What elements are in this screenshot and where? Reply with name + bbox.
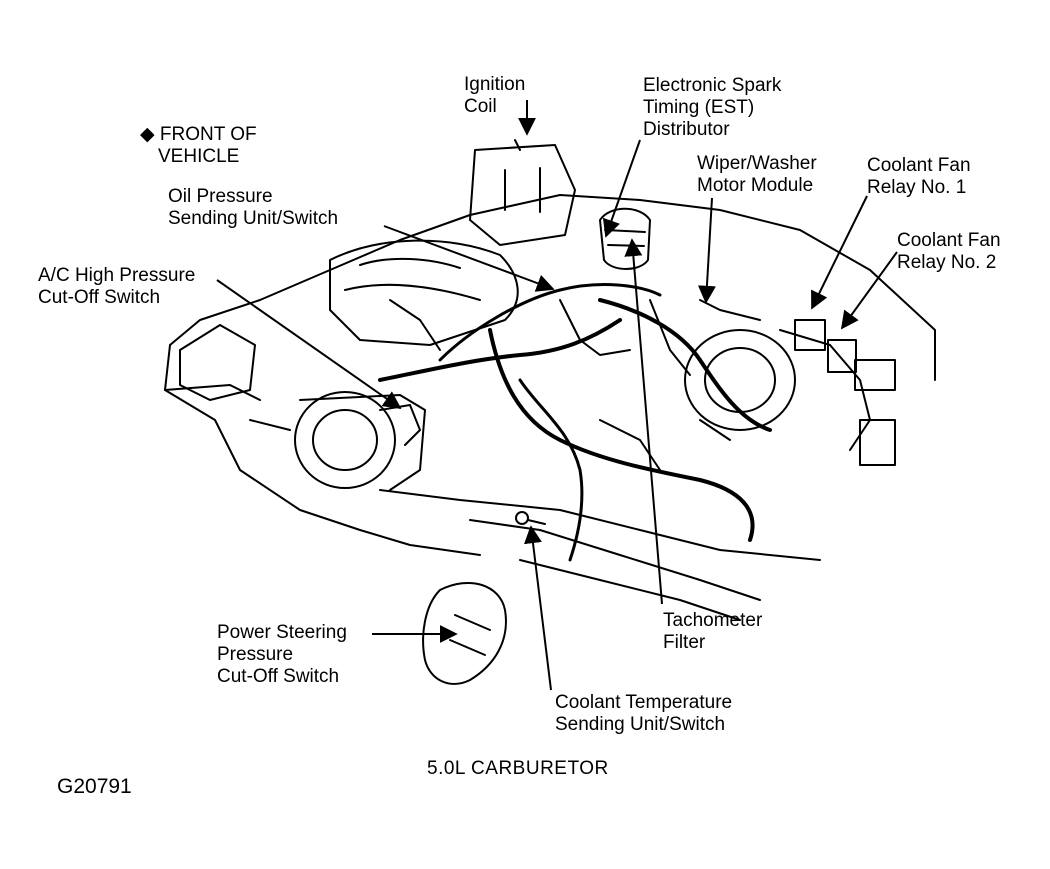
leader-est-distributor [602,139,641,238]
leader-tachometer-filter [624,238,663,605]
leader-coolant-fan-1 [811,195,868,310]
tachometer-filter-label: Tachometer Filter [663,610,763,653]
leader-wiper-washer [697,197,716,304]
engine-drawing [164,139,936,685]
coolant-temperature-label: Coolant Temperature Sending Unit/Switch [555,692,733,735]
figure-id: G20791 [57,775,132,798]
front-of-vehicle-label: ◆ FRONT OF VEHICLE [140,124,257,167]
leader-coolant-fan-2 [840,251,898,330]
diagram-caption: 5.0L CARBURETOR [427,758,609,779]
wiper-washer-label: Wiper/Washer Motor Module [697,153,817,196]
ac-high-pressure-label: A/C High Pressure Cut-Off Switch [38,265,196,308]
leader-lines [216,100,898,691]
est-distributor-label: Electronic Spark Timing (EST) Distributo… [643,75,782,140]
coolant-fan-relay-1-label: Coolant Fan Relay No. 1 [867,155,971,198]
leader-coolant-temp [524,525,552,691]
leader-oil-pressure [383,225,555,292]
leader-ac-high-pressure [216,279,402,410]
coolant-fan-relay-2-label: Coolant Fan Relay No. 2 [897,230,1001,273]
ignition-coil-label: Ignition Coil [464,74,526,117]
power-steering-label: Power Steering Pressure Cut-Off Switch [217,622,347,687]
oil-pressure-label: Oil Pressure Sending Unit/Switch [168,186,339,229]
